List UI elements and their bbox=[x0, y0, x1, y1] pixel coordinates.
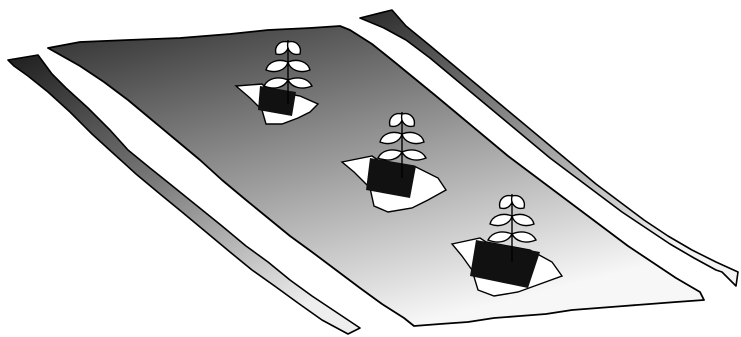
mulch-illustration-scene bbox=[0, 0, 741, 337]
mulch-bed-illustration bbox=[0, 0, 741, 337]
